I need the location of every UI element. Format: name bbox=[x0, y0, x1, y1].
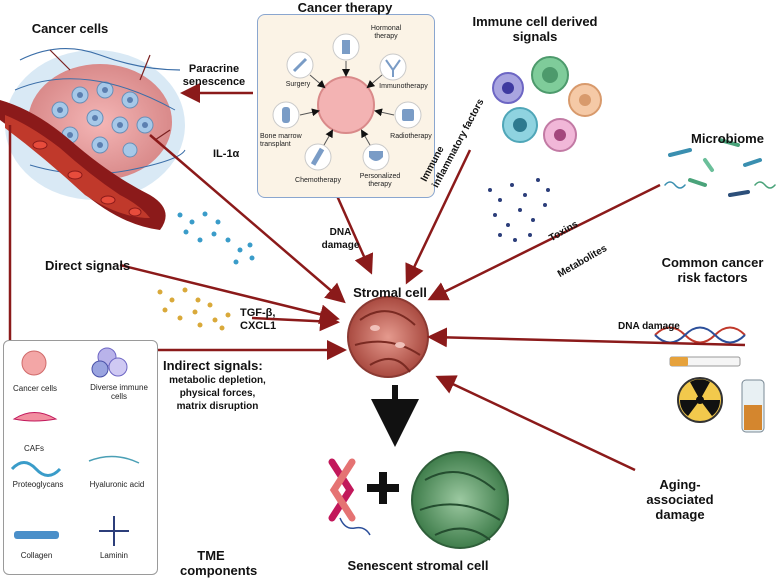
legend-proteoglycans: Proteoglycans bbox=[12, 480, 64, 489]
direct-signals-label: Direct signals bbox=[45, 258, 131, 273]
microbiome-illustration bbox=[664, 138, 776, 197]
direct-signal-dots bbox=[177, 211, 255, 265]
caf-icon bbox=[12, 412, 58, 422]
legend-cafs: CAFs bbox=[24, 444, 44, 453]
collagen-icon bbox=[14, 531, 59, 539]
senescent-cell-label: Senescent stromal cell bbox=[347, 558, 489, 573]
cancer-therapy-title: Cancer therapy bbox=[297, 0, 393, 15]
stromal-cell-illustration bbox=[347, 296, 429, 378]
tme-components-label: TME components bbox=[180, 548, 258, 578]
immune-arrow bbox=[405, 149, 472, 285]
risk-factors-illustration bbox=[654, 326, 765, 433]
paracrine-label: Paracrine senescence bbox=[182, 63, 246, 88]
tgf-arrow bbox=[251, 311, 340, 332]
tme-legend-box: Cancer cells Diverse immune cells CAFs P… bbox=[3, 340, 158, 575]
immune-cells-illustration bbox=[492, 56, 602, 152]
legend-hyaluronic-acid: Hyaluronic acid bbox=[89, 480, 145, 489]
plus-icon bbox=[367, 472, 399, 504]
therapy-item-chemotherapy: Chemotherapy bbox=[295, 177, 341, 184]
risk-arrow bbox=[427, 327, 746, 348]
legend-graphics bbox=[10, 347, 140, 546]
legend-laminin: Laminin bbox=[99, 551, 128, 560]
therapy-item-hormonal: Hormonal therapy bbox=[370, 25, 402, 40]
tumor-icon bbox=[317, 76, 375, 134]
legend-collagen: Collagen bbox=[20, 551, 53, 560]
therapy-item-immunotherapy: Immunotherapy bbox=[379, 83, 428, 90]
immune-cells-icon bbox=[91, 347, 128, 378]
dna-damage-risk-label: DNA damage bbox=[618, 321, 680, 332]
il1a-arrow bbox=[149, 134, 346, 304]
risk-factors-title: Common cancer risk factors bbox=[661, 255, 764, 285]
indirect-signals-list: metabolic depletion, physical forces, ma… bbox=[169, 375, 266, 412]
aging-arrow bbox=[435, 375, 636, 472]
therapy-item-surgery: Surgery bbox=[285, 81, 311, 88]
microbiome-arrow bbox=[427, 183, 661, 301]
chromosome-icon bbox=[328, 458, 371, 536]
blood-vessel bbox=[0, 100, 166, 230]
therapy-item-bone-marrow: Bone marrow transplant bbox=[260, 133, 302, 148]
therapy-item-radiotherapy: Radiotherapy bbox=[390, 133, 432, 140]
il1a-label: IL-1α bbox=[213, 148, 240, 160]
immune-signals-title: Immune cell derived signals bbox=[472, 14, 598, 44]
hyaluronic-acid-icon bbox=[88, 455, 140, 464]
microbiome-title: Microbiome bbox=[691, 131, 764, 146]
cancer-cell-icon bbox=[21, 350, 47, 376]
therapy-item-personalized: Personalized therapy bbox=[359, 173, 401, 188]
tgf-dots bbox=[157, 287, 231, 331]
therapy-graphics bbox=[272, 33, 422, 171]
legend-immune-cells: Diverse immune cells bbox=[90, 383, 148, 401]
dna-damage-therapy-label: DNA damage bbox=[321, 227, 360, 251]
proteoglycan-icon bbox=[10, 461, 62, 477]
stromal-cell-label: Stromal cell bbox=[353, 285, 427, 300]
senescent-cell-illustration bbox=[411, 451, 509, 549]
aging-damage-title: Aging-associated damage bbox=[646, 477, 714, 522]
direct-signals-arrow bbox=[119, 263, 340, 325]
cancer-therapy-box: Hormonal therapy Immunotherapy Radiother… bbox=[257, 14, 435, 198]
immune-factor-dots bbox=[488, 178, 550, 242]
legend-cancer-cells: Cancer cells bbox=[12, 384, 57, 393]
laminin-icon bbox=[99, 516, 129, 546]
cancer-cells-title: Cancer cells bbox=[31, 21, 109, 36]
tgf-cxcl1-label: TGF-β, CXCL1 bbox=[240, 307, 277, 332]
indirect-signals-title: Indirect signals: bbox=[163, 358, 263, 373]
